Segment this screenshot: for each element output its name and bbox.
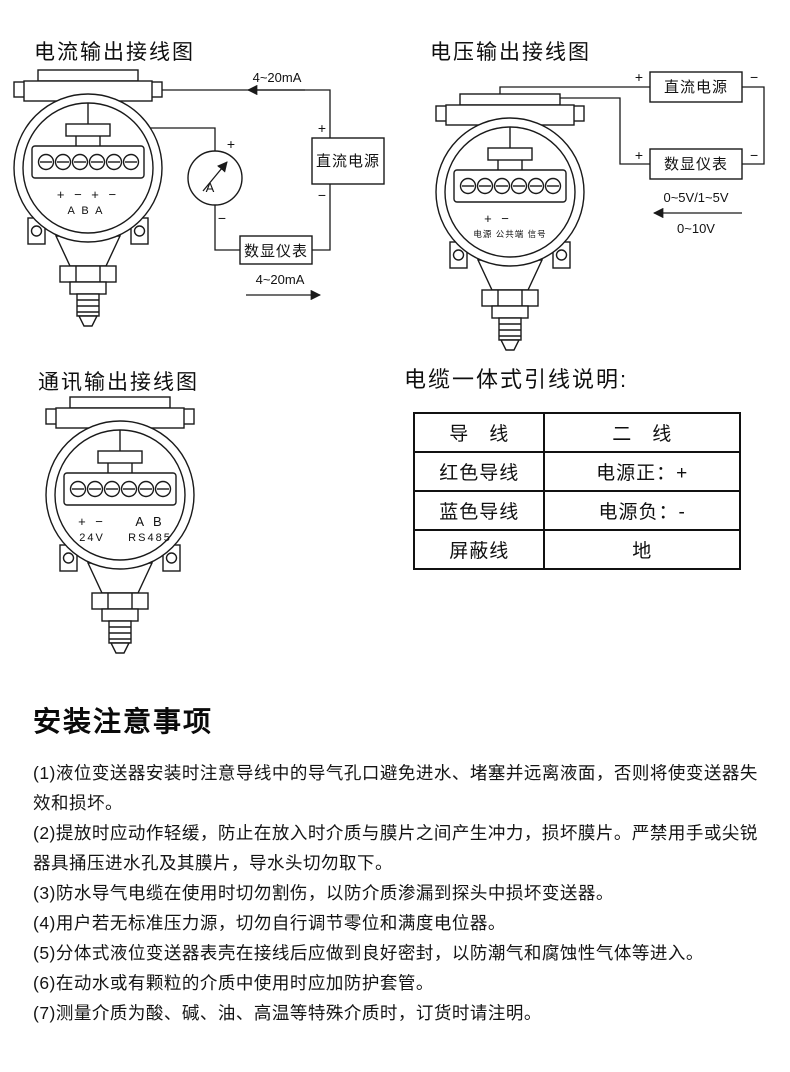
label-4-20ma-top: 4~20mA — [253, 70, 302, 85]
ammeter-needle — [202, 161, 228, 192]
note-item-3: (3)防水导气电缆在使用时切勿割伤，以防介质渗漏到探头中损坏变送器。 — [33, 883, 614, 903]
cable-table-title: 电缆一体式引线说明: — [404, 367, 629, 392]
comm-output-diagram: + − A B 24V RS485 — [45, 396, 195, 654]
cell-meaning-positive: 电源正：+ — [543, 451, 741, 492]
dc-minus-sign: − — [318, 187, 326, 203]
dc-power-label: 直流电源 — [316, 153, 380, 170]
note-item-1: (1)液位变送器安装时注意导线中的导气孔口避免进水、堵塞并远离液面，否则将使变送… — [33, 763, 758, 813]
label-voltage-range-2: 0~10V — [677, 221, 715, 236]
wiring-diagrams-art: + − + − A B A A + − 直流电源 + − 数显仪表 4~20mA… — [13, 69, 765, 654]
terminal-labels: 电源 公共端 信号 — [473, 229, 546, 239]
cell-wire-blue: 蓝色导线 — [412, 490, 546, 531]
note-item-5: (5)分体式液位变送器表壳在接线后应做到良好密封，以防潮气和腐蚀性气体等进入。 — [33, 943, 704, 963]
meter-minus-sign: − — [750, 147, 758, 163]
cell-meaning-ground: 地 — [543, 529, 741, 570]
wire-signal — [560, 97, 650, 165]
table-row: 蓝色导线 电源负：- — [412, 490, 741, 531]
ammeter-minus-sign: − — [218, 210, 226, 226]
label-voltage-range-1: 0~5V/1~5V — [663, 190, 728, 205]
wire-dc-to-meter — [312, 184, 331, 251]
dc-minus-sign: − — [750, 69, 758, 85]
cell-wire-red: 红色导线 — [412, 451, 546, 492]
note-item-2: (2)提放时应动作轻缓，防止在放入时介质与膜片之间产生冲力，损坏膜片。严禁用手或… — [33, 823, 758, 873]
note-item-6: (6)在动水或有颗粒的介质中使用时应加防护套管。 — [33, 973, 434, 993]
display-meter-box — [239, 235, 313, 265]
display-meter-label: 数显仪表 — [664, 156, 728, 173]
display-meter-box — [649, 148, 743, 180]
dc-power-box — [649, 71, 743, 103]
dc-power-label: 直流电源 — [664, 79, 728, 96]
voltage-output-diagram: + − 电源 公共端 信号 直流电源 + − 数显仪表 + − 0~5V/1~5… — [435, 69, 765, 351]
terminal-signs-left: + − — [78, 514, 106, 529]
installation-notes: 安装注意事项 (1)液位变送器安装时注意导线中的导气孔口避免进水、堵塞并远离液面… — [33, 700, 759, 1028]
comm-diagram-title: 通讯输出接线图 — [38, 371, 199, 394]
cell-meaning-negative: 电源负：- — [543, 490, 741, 531]
transmitter-figure-comm: + − A B 24V RS485 — [45, 396, 195, 654]
current-diagram-title: 电流输出接线图 — [34, 41, 195, 64]
transmitter-figure-current: + − + − A B A — [13, 69, 163, 327]
note-item-7: (7)测量介质为酸、碱、油、高温等特殊介质时，订货时请注明。 — [33, 1003, 542, 1023]
note-item-4: (4)用户若无标准压力源，切勿自行调节零位和满度电位器。 — [33, 913, 506, 933]
terminal-signs-right: A B — [135, 514, 164, 529]
dc-plus-sign: + — [635, 69, 643, 85]
ammeter-icon — [187, 150, 243, 206]
wire-right-bus — [742, 86, 765, 165]
table-row: 屏蔽线 地 — [412, 529, 741, 570]
display-meter-label: 数显仪表 — [244, 243, 308, 260]
label-4-20ma-bottom: 4~20mA — [256, 272, 305, 287]
wire-transmitter-to-dc — [152, 89, 331, 138]
wire-ammeter-to-transmitter — [150, 127, 216, 151]
terminal-signs: + − — [484, 211, 512, 226]
cell-wire-shield: 屏蔽线 — [412, 529, 546, 570]
header-two-wire: 二 线 — [543, 412, 741, 453]
current-output-diagram: + − + − A B A A + − 直流电源 + − 数显仪表 4~20mA… — [13, 69, 385, 327]
ammeter-plus-sign: + — [227, 136, 235, 152]
installation-notes-title: 安装注意事项 — [33, 706, 214, 737]
terminal-signs: + − + − — [57, 187, 119, 202]
table-row: 红色导线 电源正：+ — [412, 451, 741, 492]
transmitter-figure-voltage: + − 电源 公共端 信号 — [435, 93, 585, 351]
terminal-label-rs485: RS485 — [128, 532, 172, 544]
dc-plus-sign: + — [318, 120, 326, 136]
table-header-row: 导 线 二 线 — [412, 412, 741, 453]
header-wire: 导 线 — [412, 412, 546, 453]
ammeter-letter: A — [206, 180, 215, 195]
wire-meter-to-ammeter — [214, 205, 240, 251]
terminal-label-24v: 24V — [79, 532, 105, 544]
voltage-diagram-title: 电压输出接线图 — [430, 41, 591, 64]
dc-power-box — [311, 137, 385, 185]
terminal-letters: A B A — [68, 205, 105, 217]
wire-power — [499, 86, 650, 94]
cable-wiring-table: 导 线 二 线 红色导线 电源正：+ 蓝色导线 电源负：- 屏蔽线 地 — [412, 412, 741, 570]
meter-plus-sign: + — [635, 147, 643, 163]
